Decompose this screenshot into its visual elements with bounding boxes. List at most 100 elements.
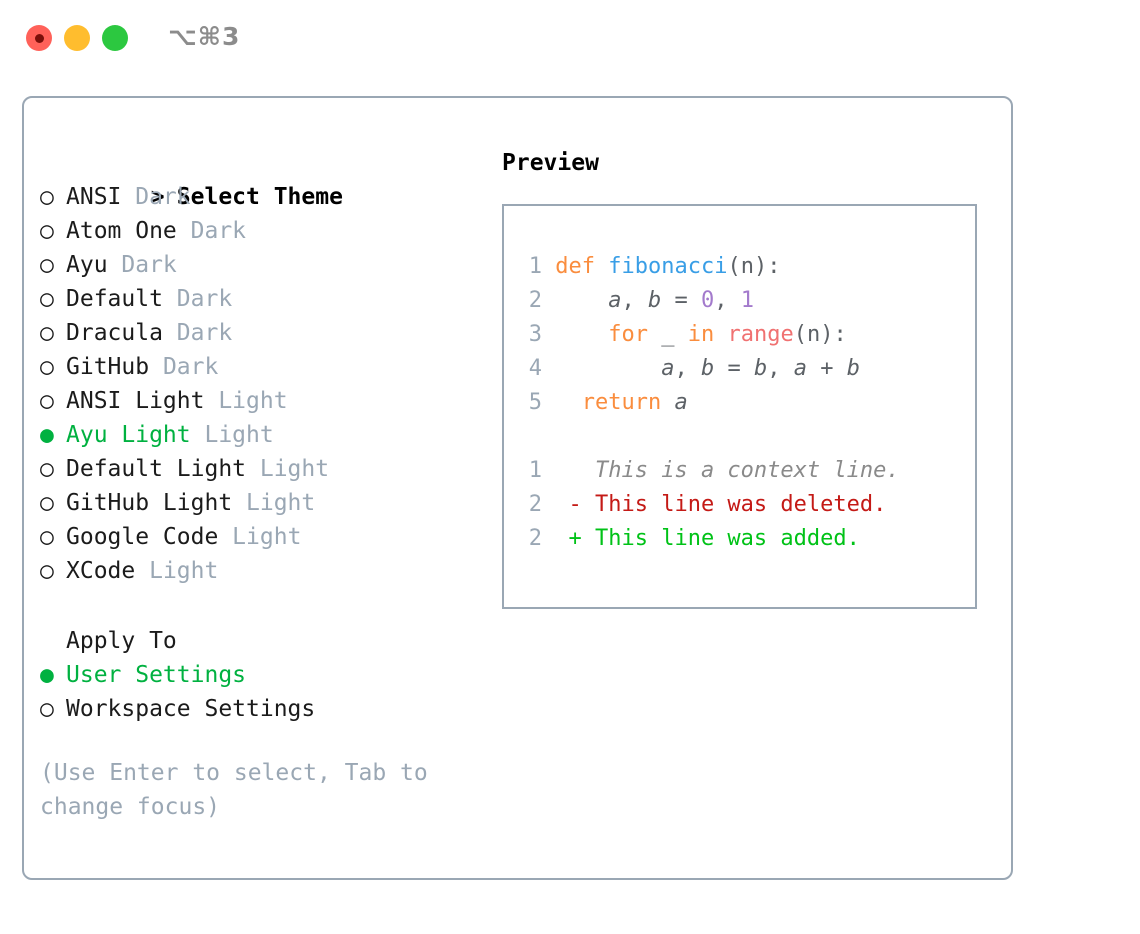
code-token: a (608, 288, 622, 313)
preview-column: Preview 1 def fibonacci(n):2 a, b = 0, 1… (502, 146, 997, 609)
theme-option-label: Ayu Light (66, 422, 191, 448)
diff-line: 2 - This line was deleted. (520, 488, 975, 522)
radio-unselected-icon (40, 452, 66, 486)
theme-option[interactable]: Ayu Dark (40, 248, 490, 282)
apply-to-option-label: Workspace Settings (66, 696, 316, 722)
theme-variant-badge: Light (218, 524, 302, 550)
code-token: + (806, 356, 847, 381)
code-line: 4 a, b = b, a + b (520, 352, 975, 386)
help-hint-text: (Use Enter to select, Tab to change focu… (40, 760, 442, 820)
code-token: = (661, 288, 701, 313)
code-token: a (793, 356, 807, 381)
code-line: 3 for _ in range(n): (520, 318, 975, 352)
theme-option[interactable]: Default Light Light (40, 452, 490, 486)
code-token: return (581, 390, 675, 415)
radio-unselected-icon (40, 282, 66, 316)
theme-option-label: Dracula (66, 320, 163, 346)
close-button[interactable] (26, 25, 52, 51)
code-line-number: 2 (528, 288, 542, 313)
code-token (555, 288, 608, 313)
theme-option[interactable]: Google Code Light (40, 520, 490, 554)
code-token: for (608, 322, 648, 347)
maximize-button[interactable] (102, 25, 128, 51)
radio-unselected-icon (40, 248, 66, 282)
theme-variant-badge: Light (232, 490, 316, 516)
theme-variant-badge: Dark (176, 218, 247, 244)
code-token: b (846, 356, 860, 381)
code-token (555, 356, 661, 381)
code-token (714, 322, 727, 347)
radio-unselected-icon (40, 486, 66, 520)
code-token: b (753, 356, 768, 381)
code-token: range (727, 322, 794, 347)
radio-unselected-icon (40, 692, 66, 726)
code-token: , (674, 356, 701, 381)
code-token: 0 (700, 288, 715, 313)
theme-option[interactable]: GitHub Light Light (40, 486, 490, 520)
theme-option-label: ANSI (66, 184, 122, 210)
diff-line-number: 2 (528, 526, 542, 551)
code-line-number: 3 (528, 322, 542, 347)
section-spacer (40, 588, 490, 624)
theme-option[interactable]: Atom One Dark (40, 214, 490, 248)
theme-option-label: Default Light (66, 456, 247, 482)
theme-option-label: Google Code (66, 524, 219, 550)
minimize-button[interactable] (64, 25, 90, 51)
radio-selected-icon (40, 418, 66, 452)
theme-variant-badge: Dark (162, 320, 233, 346)
theme-variant-badge: Light (190, 422, 274, 448)
window-titlebar: ⌥⌘3 (0, 0, 1140, 78)
code-token: fibonacci (608, 254, 728, 279)
apply-to-heading: Apply To (66, 628, 177, 654)
code-token: = (714, 356, 754, 381)
theme-option-label: Default (66, 286, 163, 312)
theme-selection-column: >Select Theme ANSI DarkAtom One DarkAyu … (40, 146, 490, 824)
theme-option[interactable]: XCode Light (40, 554, 490, 588)
theme-variant-badge: Dark (149, 354, 219, 380)
theme-variant-badge: Dark (162, 286, 233, 312)
code-token: 1 (740, 288, 754, 313)
diff-line-number: 1 (528, 458, 542, 483)
theme-variant-badge: Light (204, 388, 288, 414)
radio-unselected-icon (40, 214, 66, 248)
keyboard-shortcut-label: ⌥⌘3 (168, 22, 241, 51)
diff-sample: 1 This is a context line.2 - This line w… (520, 454, 975, 556)
code-token: def (555, 254, 609, 279)
radio-selected-icon (40, 658, 66, 692)
theme-option-label: ANSI Light (66, 388, 205, 414)
theme-picker-panel: >Select Theme ANSI DarkAtom One DarkAyu … (22, 96, 1013, 880)
code-token: (n): (727, 254, 781, 279)
radio-unselected-icon (40, 180, 66, 214)
code-token: _ (647, 322, 688, 347)
diff-line-text: + This line was added. (542, 526, 860, 551)
apply-to-option[interactable]: User Settings (40, 658, 490, 692)
theme-option-label: Ayu (66, 252, 108, 278)
theme-variant-badge: Dark (107, 252, 177, 278)
code-token: b (700, 356, 715, 381)
radio-unselected-icon (40, 520, 66, 554)
code-token (555, 322, 608, 347)
theme-option[interactable]: ANSI Dark (40, 180, 490, 214)
code-token: b (647, 288, 662, 313)
apply-to-option[interactable]: Workspace Settings (40, 692, 490, 726)
diff-line-text: - This line was deleted. (542, 492, 887, 517)
radio-unselected-icon (40, 350, 66, 384)
theme-option[interactable]: Ayu Light Light (40, 418, 490, 452)
code-line: 5 return a (520, 386, 975, 420)
theme-option[interactable]: Default Dark (40, 282, 490, 316)
theme-variant-badge: Light (135, 558, 219, 584)
code-token: (n): (793, 322, 847, 347)
theme-option[interactable]: ANSI Light Light (40, 384, 490, 418)
code-token: in (687, 322, 715, 347)
code-line-number: 5 (528, 390, 542, 415)
code-line: 1 def fibonacci(n): (520, 250, 975, 284)
theme-option[interactable]: GitHub Dark (40, 350, 490, 384)
code-token: , (714, 288, 741, 313)
theme-option[interactable]: Dracula Dark (40, 316, 490, 350)
apply-to-option-label: User Settings (66, 662, 247, 688)
prompt-marker-icon: > (150, 184, 165, 210)
code-line: 2 a, b = 0, 1 (520, 284, 975, 318)
